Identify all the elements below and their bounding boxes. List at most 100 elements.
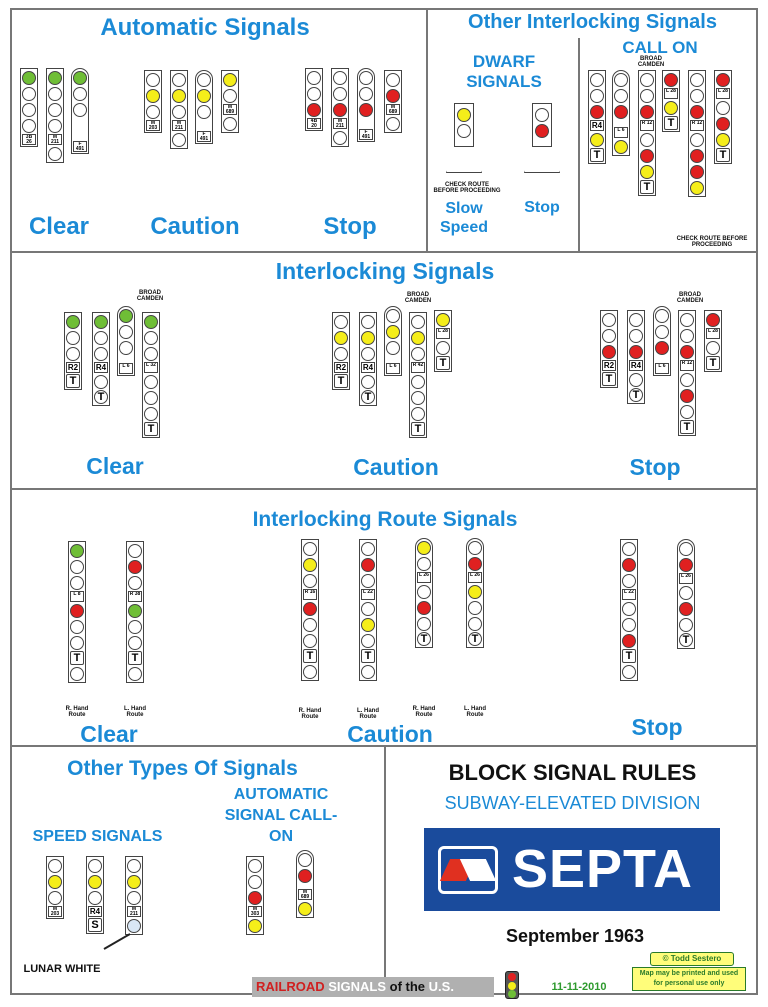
signal-number-plate: M 689: [386, 104, 400, 115]
signal-lamp: [417, 617, 431, 631]
signal-letter-marker: T: [664, 116, 678, 130]
signal-number-plate: F 491: [197, 131, 211, 142]
call-on-signal-2: L 6: [612, 70, 630, 156]
signal-number-plate: R 42: [411, 362, 425, 373]
signal-lamp: [333, 103, 347, 117]
signal-lamp: [127, 859, 141, 873]
signal-lamp: [614, 73, 628, 87]
signal-lamp: [535, 124, 549, 138]
other-types-section: [10, 745, 386, 995]
signal-lamp: [361, 375, 375, 389]
signal-lamp: [197, 73, 211, 87]
signal-number-plate: R 12: [680, 360, 694, 371]
signal-lamp: [359, 87, 373, 101]
signal-lamp: [622, 542, 636, 556]
signal-lamp: [706, 313, 720, 327]
signal-lamp: [88, 859, 102, 873]
lunar-white-label: LUNAR WHITE: [23, 963, 101, 975]
signal-lamp: [88, 891, 102, 905]
interlocking-caution-signal-3: L 6: [384, 306, 402, 376]
signal-letter-marker: T: [361, 390, 375, 404]
septa-logo-block: SEPTA: [424, 828, 720, 911]
signal-number-plate: L 26: [468, 572, 482, 583]
signal-lamp: [679, 542, 693, 556]
signal-lamp: [128, 636, 142, 650]
signal-lamp: [602, 313, 616, 327]
signal-lamp: [468, 601, 482, 615]
signal-lamp: [614, 140, 628, 154]
signal-lamp: [680, 389, 694, 403]
rules-title: BLOCK SIGNAL RULES: [448, 760, 697, 785]
signal-lamp: [622, 634, 636, 648]
signal-letter-marker: T: [716, 148, 730, 162]
signal-number-plate: L 26: [679, 573, 693, 584]
route-caution-rhand-2: R. Hand Route: [412, 706, 436, 718]
signal-lamp: [411, 407, 425, 421]
signal-letter-marker: T: [334, 374, 348, 388]
signal-letter-marker: T: [361, 649, 375, 663]
signal-lamp: [417, 585, 431, 599]
signal-lamp: [690, 149, 704, 163]
signal-lamp: [629, 329, 643, 343]
signal-lamp: [94, 375, 108, 389]
auto-caution-signal-4: M 689: [221, 70, 239, 133]
route-stop-label: Stop: [631, 714, 683, 740]
auto-stop-signal-1: 4B 20: [305, 68, 323, 131]
signal-lamp: [680, 345, 694, 359]
banner-railroad: RAILROAD: [256, 979, 325, 994]
signal-lamp: [706, 341, 720, 355]
signal-lamp: [303, 558, 317, 572]
auto-clear-signal-2: M 211: [46, 68, 64, 163]
signal-lamp: [680, 329, 694, 343]
route-clear-lhand: L. Hand Route: [124, 706, 146, 718]
signal-lamp: [298, 853, 312, 867]
signal-letter-marker: T: [590, 148, 604, 162]
signal-lamp: [70, 576, 84, 590]
signal-lamp: [664, 101, 678, 115]
signal-lamp: [128, 560, 142, 574]
signal-number-plate: F 491: [359, 129, 373, 140]
signal-lamp: [248, 919, 262, 933]
signal-lamp: [128, 620, 142, 634]
signal-lamp: [334, 347, 348, 361]
signal-number-plate: R4: [590, 120, 604, 131]
signal-lamp: [172, 105, 186, 119]
signal-lamp: [223, 73, 237, 87]
signal-lamp: [690, 105, 704, 119]
signal-number-plate: M 689: [223, 104, 237, 115]
author-credit: © Todd Sestero: [650, 952, 734, 966]
signal-lamp: [144, 407, 158, 421]
signal-lamp: [640, 89, 654, 103]
signal-lamp: [248, 859, 262, 873]
signal-number-plate: L 22: [361, 589, 375, 600]
call-on-broad-camden: BROAD CAMDEN: [637, 56, 665, 68]
signal-number-plate: R4: [94, 362, 108, 373]
automatic-stop-label: Stop: [323, 213, 377, 240]
signal-lamp: [468, 557, 482, 571]
lunar-white-lamp: [127, 919, 141, 933]
signal-lamp: [590, 105, 604, 119]
signal-lamp: [716, 117, 730, 131]
signal-number-plate: L 6: [119, 363, 133, 374]
signal-lamp: [48, 87, 62, 101]
signal-lamp: [680, 313, 694, 327]
banner-signals: SIGNALS: [328, 979, 387, 994]
signal-lamp: [411, 331, 425, 345]
signal-lamp: [386, 309, 400, 323]
signal-number-plate: M 203: [48, 906, 62, 917]
signal-lamp: [119, 341, 133, 355]
signal-lamp: [359, 71, 373, 85]
signal-lamp: [48, 71, 62, 85]
signal-lamp: [333, 87, 347, 101]
signal-number-plate: M 211: [172, 120, 186, 131]
signal-lamp: [197, 89, 211, 103]
signal-lamp: [303, 665, 317, 679]
septa-wordmark: SEPTA: [512, 839, 694, 899]
signal-letter-marker: T: [436, 356, 450, 370]
